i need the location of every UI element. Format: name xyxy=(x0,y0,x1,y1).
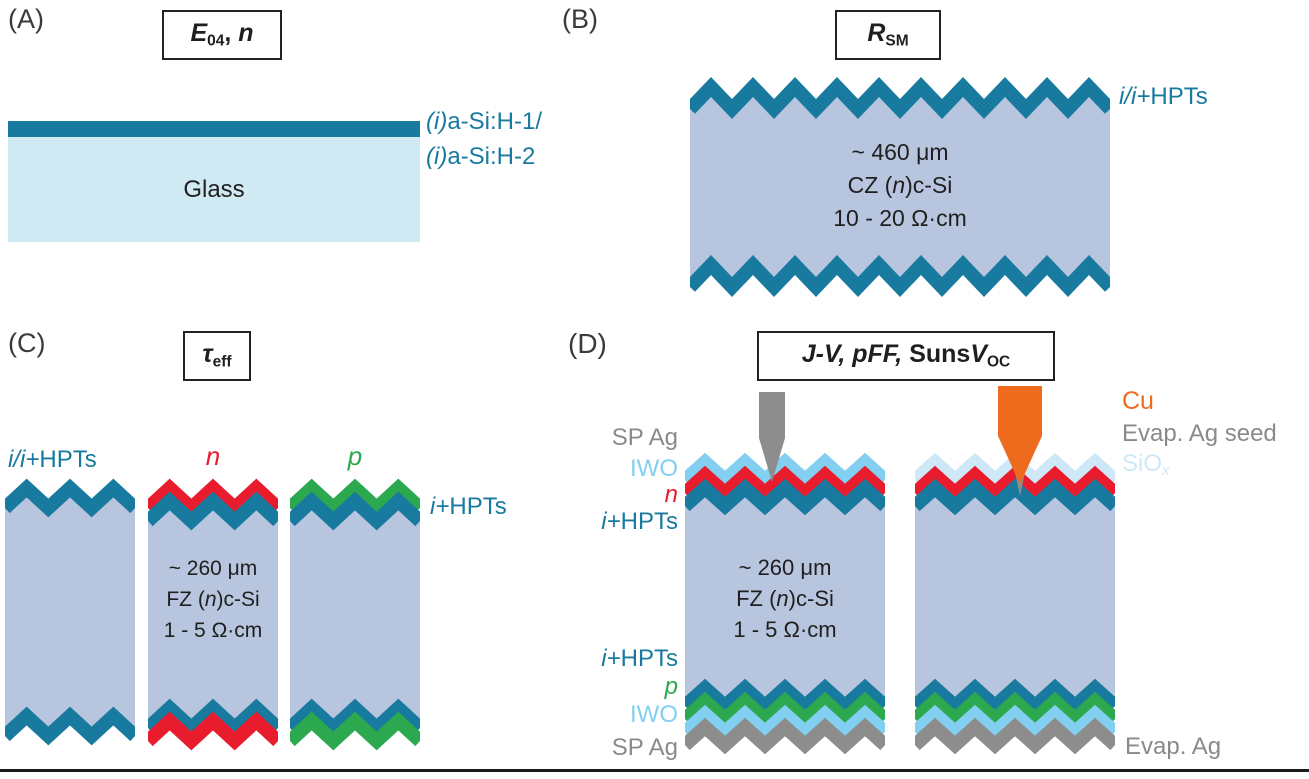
label-ihpts-top-i: i+ xyxy=(601,508,621,535)
wafer-c2-material-n: n xyxy=(204,588,217,611)
label-ihpts-bottom-rest: HPTs xyxy=(620,645,678,672)
panel-d-title-box: J-V, pFF, SunsVOC xyxy=(757,331,1055,381)
wafer-b-layer-label-rest: HPTs xyxy=(1150,83,1208,110)
wafer-b-thickness: ~ 460 μm xyxy=(851,139,949,165)
label-ihpts-bottom-i: i+ xyxy=(601,645,621,672)
cu-electrode-shape xyxy=(998,386,1042,484)
figure-bottom-rule xyxy=(0,769,1309,772)
label-p-layer: p xyxy=(664,673,678,700)
wafer-b-layer-label-i: i/i+ xyxy=(1119,83,1151,110)
cell-left-material-n: n xyxy=(776,586,789,611)
label-siox: SiOx xyxy=(1122,450,1169,485)
label-siox-pre: SiO xyxy=(1122,450,1163,477)
panel-c-right-label-rest: HPTs xyxy=(449,493,507,520)
label-n-layer: n xyxy=(664,481,678,508)
cell-left-material-c: )c-Si xyxy=(788,586,834,611)
film-label-line1: (i)a-Si:H-1/ xyxy=(426,108,542,136)
label-iwo-bottom: IWO xyxy=(630,701,678,728)
panel-c-title-box: τeff xyxy=(183,331,251,381)
glass-label: Glass xyxy=(183,175,245,203)
panel-d-title-suns: Suns xyxy=(909,340,971,369)
panel-c-title-sub: eff xyxy=(212,353,232,371)
wafer-c1-label-i: i/i+ xyxy=(8,446,40,473)
label-evap-ag-seed: Evap. Ag seed xyxy=(1122,420,1277,447)
film-label-line1-i: (i) xyxy=(426,108,448,135)
panel-b-title-box: RSM xyxy=(835,10,941,60)
wafer-c2-text: ~ 260 μm FZ (n)c-Si 1 - 5 Ω·cm xyxy=(146,553,280,646)
wafer-c1-label: i/i+HPTs xyxy=(8,446,97,474)
label-evap-ag: Evap. Ag xyxy=(1125,733,1222,760)
film-label-line1-rest: a-Si:H-1/ xyxy=(447,108,543,135)
sp-ag-front-electrode xyxy=(759,392,785,482)
sp-ag-electrode-shape xyxy=(759,392,785,482)
a-si-film-layer xyxy=(8,121,420,137)
panel-a-title-n: n xyxy=(238,19,254,48)
cell-left-material-a: FZ ( xyxy=(736,586,777,611)
panel-a-tag: (A) xyxy=(8,4,44,34)
cell-left-textured xyxy=(685,452,885,755)
wafer-c2-material: FZ (n)c-Si xyxy=(146,584,280,615)
panel-a-title-box: E04, n xyxy=(162,10,282,60)
wafer-b-material-n: n xyxy=(892,172,906,198)
wafer-c2-textured xyxy=(148,478,278,751)
label-ihpts-bottom: i+HPTs xyxy=(538,645,678,673)
panel-d-title: J-V, pFF, SunsVOC xyxy=(802,340,1011,371)
cell-left-text: ~ 260 μm FZ (n)c-Si 1 - 5 Ω·cm xyxy=(683,552,887,645)
cu-front-electrode xyxy=(998,386,1042,496)
label-ihpts-top-rest: HPTs xyxy=(620,508,678,535)
panel-d-tag: (D) xyxy=(568,328,607,359)
label-ihpts-top: i+HPTs xyxy=(538,508,678,536)
panel-b-title: RSM xyxy=(867,19,908,50)
cell-left-thickness: ~ 260 μm xyxy=(738,555,832,580)
panel-b-tag: (B) xyxy=(562,4,598,34)
film-label-line2-rest: a-Si:H-2 xyxy=(447,143,536,170)
glass-substrate: Glass xyxy=(8,137,420,242)
wafer-c3-textured xyxy=(290,478,420,751)
label-iwo-top: IWO xyxy=(630,455,678,482)
film-label-line2-i: (i) xyxy=(426,143,448,170)
wafer-c2-material-a: FZ ( xyxy=(166,588,205,611)
wafer-c2-material-c: )c-Si xyxy=(216,588,260,611)
wafer-c3-label-p: p xyxy=(347,441,363,471)
panel-b-title-sub: SM xyxy=(885,32,909,50)
wafer-c2-resistivity: 1 - 5 Ω·cm xyxy=(163,619,263,642)
label-siox-sub: x xyxy=(1162,463,1170,480)
panel-a-title: E04, n xyxy=(190,19,253,50)
wafer-b-material-c: )c-Si xyxy=(905,172,953,198)
wafer-b-resistivity: 10 - 20 Ω·cm xyxy=(833,205,967,231)
cell-left-resistivity: 1 - 5 Ω·cm xyxy=(733,617,837,642)
label-sp-ag-top: SP Ag xyxy=(611,424,678,451)
panel-a-title-e: E xyxy=(190,19,208,48)
panel-a-title-comma: , xyxy=(224,19,239,48)
panel-a-title-sub: 04 xyxy=(207,32,225,50)
cell-left-material: FZ (n)c-Si xyxy=(683,583,887,614)
panel-d-title-v: V xyxy=(970,340,987,369)
wafer-b-material: CZ (n)c-Si xyxy=(690,169,1110,202)
cell-right-textured xyxy=(915,452,1115,755)
wafer-c1-label-rest: HPTs xyxy=(39,446,97,473)
wafer-b-layer-label: i/i+HPTs xyxy=(1119,83,1208,111)
panel-c-tag: (C) xyxy=(8,328,46,358)
wafer-b-text: ~ 460 μm CZ (n)c-Si 10 - 20 Ω·cm xyxy=(690,136,1110,235)
panel-b-title-r: R xyxy=(867,19,886,48)
panel-c-right-label: i+HPTs xyxy=(430,493,507,521)
wafer-c1-textured xyxy=(5,478,135,746)
label-sp-ag-bottom: SP Ag xyxy=(611,734,678,761)
film-label-line2: (i)a-Si:H-2 xyxy=(426,143,535,171)
label-cu: Cu xyxy=(1122,387,1154,415)
panel-d-title-oc: OC xyxy=(987,353,1011,371)
wafer-c2-thickness: ~ 260 μm xyxy=(168,557,258,580)
panel-c-title-tau: τ xyxy=(202,340,213,369)
panel-d-title-jv-pff: J-V, pFF, xyxy=(801,340,910,369)
panel-c-right-label-i: i+ xyxy=(430,493,450,520)
wafer-b-textured xyxy=(690,77,1110,297)
wafer-c2-label-n: n xyxy=(205,441,221,471)
wafer-b-material-a: CZ ( xyxy=(847,172,893,198)
panel-c-title: τeff xyxy=(202,340,231,371)
